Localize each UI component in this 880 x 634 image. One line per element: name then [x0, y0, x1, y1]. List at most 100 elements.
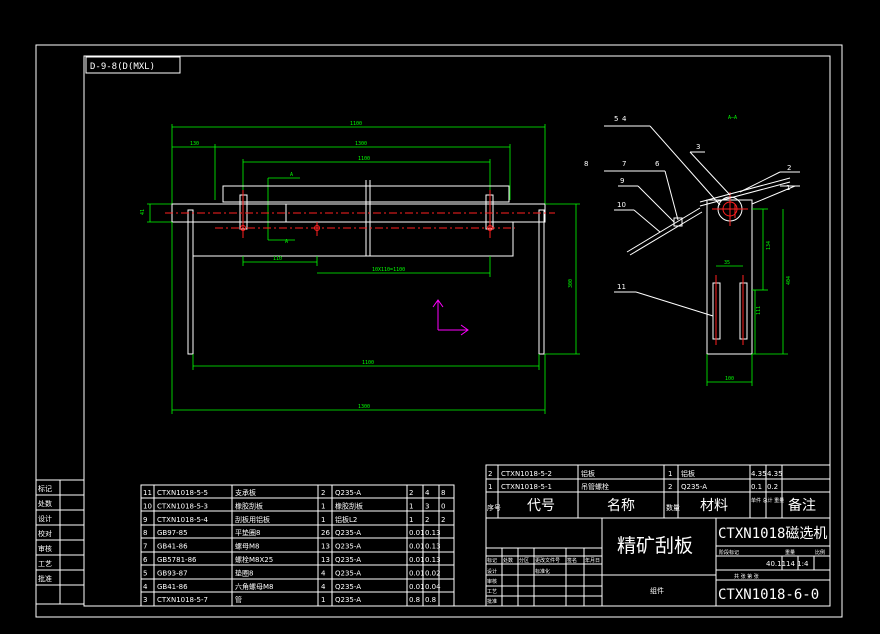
bom-cell-code: CTXN1018-5-4: [157, 516, 209, 524]
balloon-2: 2: [787, 164, 791, 172]
bom-cell-mat: Q235-A: [335, 529, 361, 537]
header-qty: 数量: [666, 503, 680, 512]
row-label-2: 分区: [519, 557, 529, 564]
balloon-8: 8: [584, 160, 588, 168]
bomtop-w1-1: 0.1: [751, 483, 762, 491]
dim-side-lower: 111: [756, 306, 762, 315]
bom-cell-w3: 2: [441, 516, 445, 524]
dim-right-height: 300: [568, 279, 574, 288]
bom-cell-no: 5: [143, 569, 147, 577]
bomtop-code-1: CTXN1018-5-1: [501, 483, 552, 491]
header-name: 名称: [607, 498, 635, 514]
sign-label-3: 重量: [785, 549, 795, 556]
bom-cell-name: 螺母M8: [235, 542, 260, 551]
bom-cell-code: GB93-87: [157, 569, 188, 577]
bom-cell-w2: 0.02: [425, 569, 441, 577]
bomtop-w2-1: 0.2: [767, 483, 778, 491]
drawing-number: CTXN1018-6-0: [718, 587, 819, 603]
row-label-4: 签名: [567, 557, 577, 564]
audit-label-1: 工艺: [487, 589, 497, 595]
dim-left-height: 41: [140, 209, 146, 215]
bom-cell-w2: 4: [425, 489, 430, 497]
side-view: A—A 134 404 111 100 35: [626, 115, 792, 386]
strip-label-1: 处数: [38, 499, 52, 508]
balloon-3: 3: [696, 143, 700, 151]
audit-label-0: 审核: [487, 578, 497, 585]
section-marker-top: A: [290, 172, 293, 178]
header-remark: 备注: [788, 497, 816, 514]
bom-cell-qty: 1: [321, 596, 325, 604]
bom-cell-name: 垫圈8: [235, 568, 253, 577]
bom-cell-no: 8: [143, 529, 147, 537]
bom-cell-w1: 2: [409, 489, 413, 497]
bomtop-qty-1: 2: [668, 483, 672, 491]
bom-cell-w2: 0.13: [425, 556, 441, 564]
bom-cell-no: 6: [143, 556, 148, 564]
bomtop-qty-0: 1: [668, 470, 672, 478]
bomtop-mat-1: Q235-A: [681, 483, 707, 491]
bom-cell-mat: Q235-A: [335, 489, 361, 497]
bom-cell-no: 9: [143, 516, 147, 524]
bom-cell-no: 11: [143, 489, 152, 497]
sign-label-2: 阶段标记: [719, 549, 739, 556]
bom-cell-mat: Q235-A: [335, 583, 361, 591]
bom-cell-mat: Q235-A: [335, 569, 361, 577]
sign-label-4: 比例: [815, 549, 825, 556]
bom-cell-w1: 0.01: [409, 529, 425, 537]
bom-cell-code: CTXN1018-5-5: [157, 489, 208, 497]
balloon-11: 11: [617, 283, 626, 291]
bomtop-code-0: CTXN1018-5-2: [501, 470, 552, 478]
outer-frame: [35, 44, 843, 618]
bom-cell-no: 7: [143, 543, 147, 551]
bom-cell-w1: 0.01: [409, 543, 425, 551]
bomtop-no-1: 1: [488, 483, 492, 491]
dim-top-inner: 1300: [355, 141, 367, 147]
strip-label-4: 审核: [38, 544, 52, 553]
machine-title: CTXN1018磁选机: [718, 526, 827, 542]
dim-hole-spacing: 10X110=1100: [372, 267, 405, 273]
inner-frame: [83, 55, 831, 607]
bom-cell-mat: 橡胶刮板: [335, 501, 363, 510]
header-code: 代号: [527, 498, 555, 514]
balloon-10: 10: [617, 201, 626, 209]
strip-label-3: 校对: [38, 529, 52, 538]
bom-cell-qty: 13: [321, 543, 330, 551]
header-no: 序号: [487, 503, 501, 512]
bom-table: [140, 484, 455, 607]
balloon-6: 6: [655, 160, 660, 168]
bom-cell-w1: 1: [409, 502, 413, 510]
bom-cell-w3: 8: [441, 489, 445, 497]
dim-top-center: 1100: [358, 156, 370, 162]
bom-cell-w1: 0.01: [409, 583, 425, 591]
bom-cell-code: GB41-86: [157, 543, 188, 551]
bom-cell-name: 管: [235, 595, 242, 604]
bom-cell-qty: 4: [321, 569, 326, 577]
ucs-icon: [432, 299, 469, 336]
title-block: [485, 464, 831, 607]
bom-cell-qty: 2: [321, 489, 325, 497]
bom-cell-w2: 0.04: [425, 583, 441, 591]
dim-side-total: 404: [786, 276, 792, 285]
bom-cell-code: CTXN1018-5-3: [157, 502, 208, 510]
section-label: A—A: [728, 115, 737, 121]
bom-cell-name: 六角螺母M8: [235, 582, 274, 591]
bom-cell-name: 螺栓M8X25: [235, 555, 273, 564]
dim-slot-width: 35: [724, 260, 730, 266]
row-label-3: 更改文件号: [535, 557, 560, 564]
code-box-text: D-9-8(D(MXL): [90, 62, 155, 72]
sign-label-1: 标准化: [535, 568, 550, 575]
bom-cell-name: 支承板: [235, 488, 256, 497]
front-view: 1100 130 1300 1100 41 A A: [140, 121, 580, 414]
header-mat: 材料: [700, 498, 728, 514]
balloon-4: 4: [622, 115, 627, 123]
balloon-5: 5: [614, 115, 618, 123]
bom-cell-name: 橡胶刮板: [235, 501, 263, 510]
bomtop-no-0: 2: [488, 470, 492, 478]
bom-cell-code: GB41-86: [157, 583, 188, 591]
sign-label-0: 设计: [487, 568, 497, 575]
scale-values: 40.1114 1:4: [766, 560, 809, 568]
bom-cell-code: GB97-85: [157, 529, 188, 537]
code-box: [85, 56, 181, 74]
